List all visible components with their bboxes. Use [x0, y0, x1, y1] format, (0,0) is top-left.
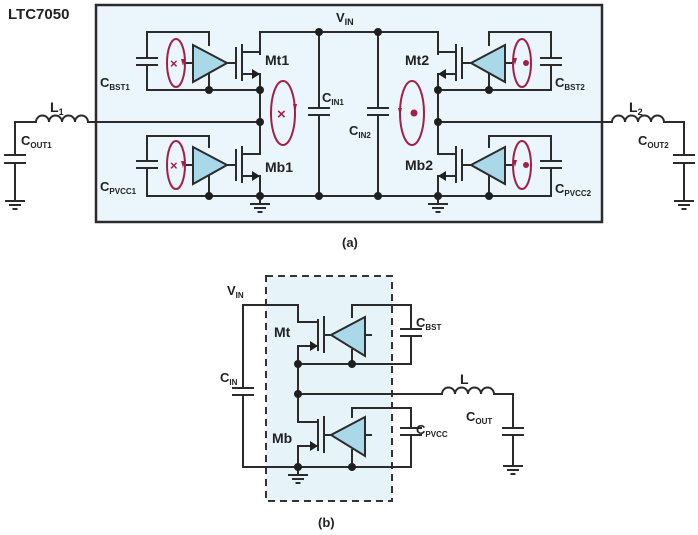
cout1-label: COUT1	[21, 133, 52, 150]
cbst2-label: CBST2	[555, 75, 585, 92]
cin1-label: CIN1	[322, 90, 344, 107]
cpvcc-label: CPVCC	[416, 422, 448, 439]
cbst1-wire-top	[146, 31, 210, 59]
diagram-b: VIN CIN Mt CBST L COUT	[220, 275, 524, 530]
chip-outline	[94, 3, 604, 224]
ground-icon	[4, 192, 26, 210]
vin-label: VIN	[336, 10, 354, 27]
diagram-a: LTC7050 VIN CIN1 CIN2 Mt1	[4, 3, 695, 250]
transistor-mt	[297, 304, 325, 365]
transistor-mb2	[437, 146, 463, 197]
l1-label: L1	[50, 99, 64, 117]
vin-label-b: VIN	[227, 283, 244, 300]
cout2-label: COUT2	[638, 133, 669, 150]
mt-label: Mt	[274, 324, 291, 340]
cin-label: CIN	[220, 370, 238, 387]
inductor-l2	[610, 114, 666, 124]
svg-text:×: ×	[277, 106, 286, 123]
cpvcc1-wire-top	[146, 135, 210, 162]
cbst2-wire-top	[488, 31, 552, 59]
current-loop-bst1: ×	[166, 38, 186, 88]
current-loop-main1: ×	[270, 80, 297, 146]
inductor-l1	[34, 114, 90, 124]
current-loop-pvcc1: ×	[166, 140, 186, 190]
caption-a: (a)	[342, 235, 358, 250]
mt1-label: Mt1	[265, 52, 289, 68]
cbst1-label: CBST1	[100, 75, 130, 92]
driver-top	[328, 315, 366, 358]
mt2-label: Mt2	[405, 52, 429, 68]
chip-label: LTC7050	[8, 6, 69, 23]
cbst-label: CBST	[416, 315, 442, 332]
mb1-label: Mb1	[265, 159, 293, 175]
junction-nodes	[205, 28, 493, 200]
current-loop-main2	[398, 80, 425, 146]
caption-b: (b)	[318, 515, 335, 530]
current-loop-bst2	[512, 38, 532, 88]
cpvcc1-label: CPVCC1	[100, 179, 137, 196]
cbst-wire-top	[351, 304, 412, 330]
cpvcc-wire-top	[351, 407, 412, 429]
ground-icon	[673, 192, 695, 210]
junction-nodes-b	[294, 360, 356, 471]
cin2-label: CIN2	[349, 123, 371, 140]
cpvcc2-label: CPVCC2	[555, 181, 592, 198]
transistor-mb1	[235, 146, 261, 197]
cout-label: COUT	[466, 409, 492, 426]
svg-text:×: ×	[170, 56, 178, 71]
mb-label: Mb	[272, 430, 292, 446]
l-label: L	[460, 371, 469, 387]
current-loop-pvcc2	[512, 140, 532, 190]
mb2-label: Mb2	[405, 157, 433, 173]
chip-outline-dashed	[265, 275, 393, 502]
svg-text:×: ×	[170, 158, 178, 173]
ground-icon	[502, 457, 524, 475]
l2-label: L2	[629, 99, 643, 117]
cbst1-wire-bottom	[146, 64, 261, 91]
inductor-l	[440, 386, 496, 396]
driver-bottom	[328, 415, 366, 458]
